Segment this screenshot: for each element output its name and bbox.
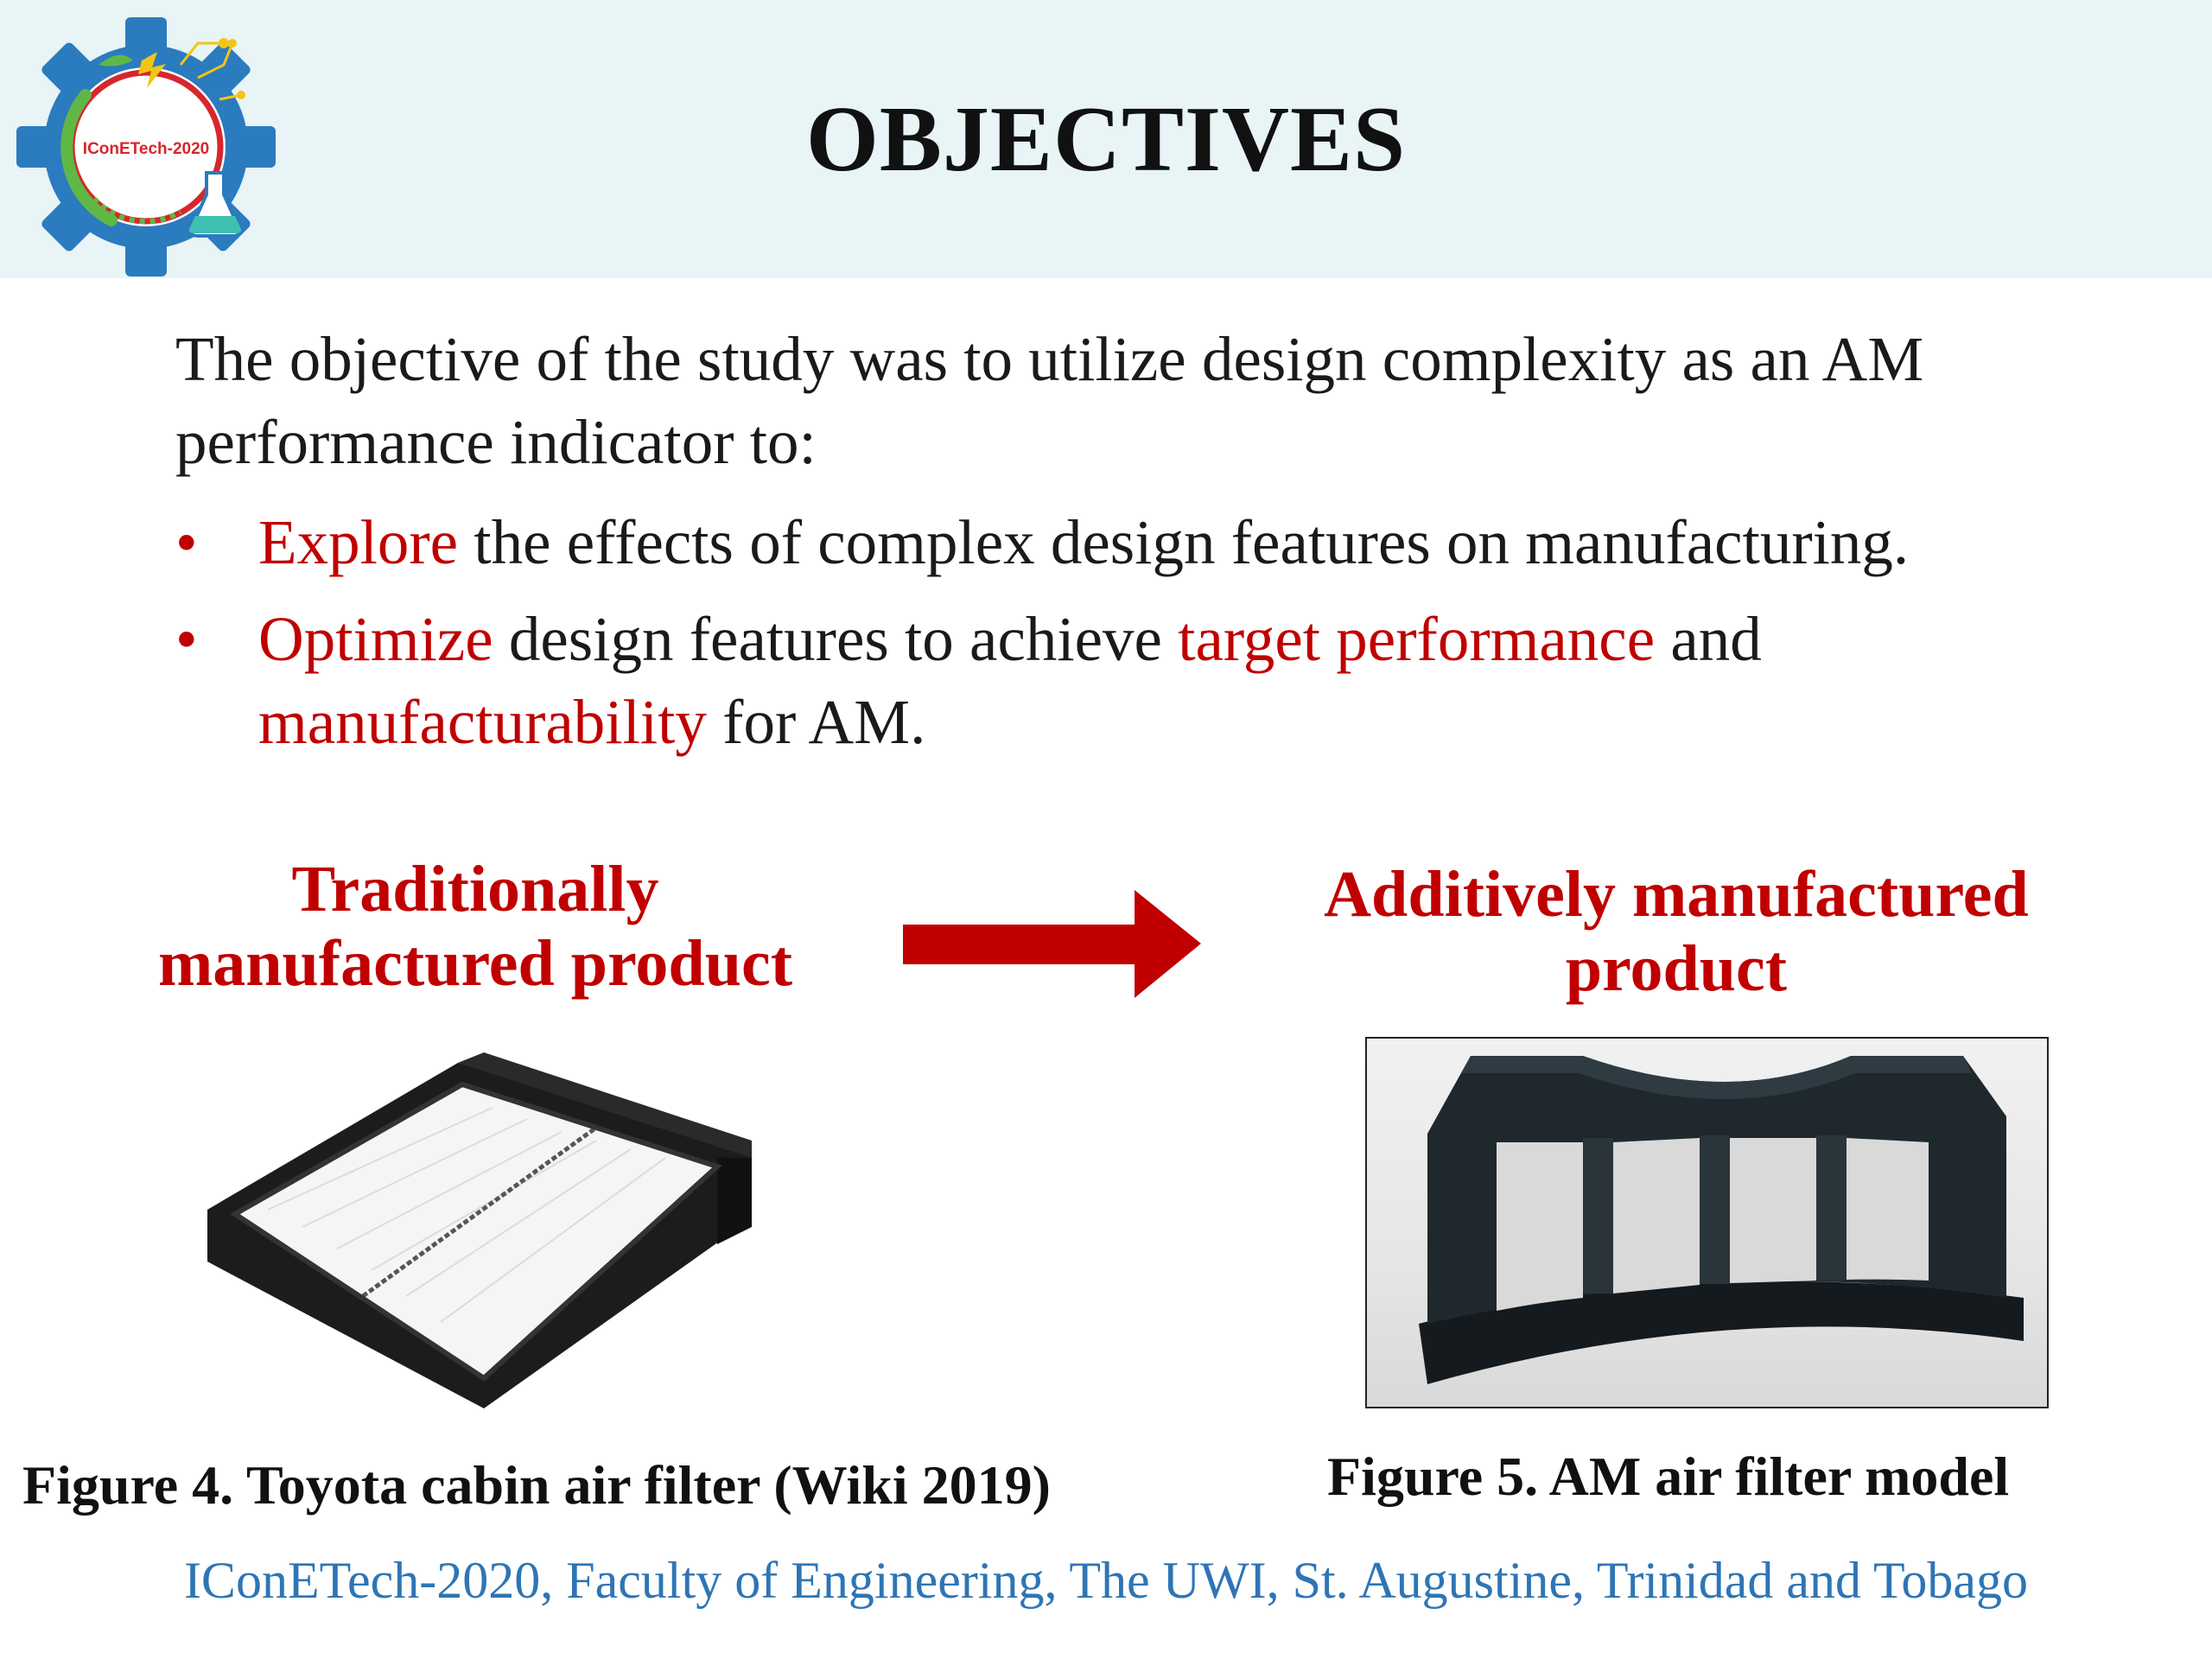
bullet-text: design features to achieve [493, 604, 1179, 674]
intro-line-2: performance indicator to: [175, 407, 817, 477]
additive-label: Additively manufactured product [1279, 857, 2074, 1006]
intro-paragraph: The objective of the study was to utiliz… [175, 318, 2128, 484]
traditional-label: Traditionally manufactured product [130, 852, 821, 1001]
am-filter-drawing [1419, 1056, 2024, 1384]
figure-5-caption: Figure 5. AM air filter model [1327, 1446, 2010, 1507]
additive-label-line-2: product [1565, 932, 1788, 1005]
objective-list: • Explore the effects of complex design … [175, 501, 2128, 778]
traditional-label-line-1: Traditionally [291, 853, 659, 925]
highlight-text: Optimize [258, 604, 493, 674]
footer-text: IConETech-2020, Faculty of Engineering, … [183, 1552, 2029, 1609]
additive-label-line-1: Additively manufactured [1324, 858, 2029, 931]
bullet-text: the effects of complex design features o… [458, 507, 1910, 577]
gear-logo-icon: IConETech-2020 [16, 17, 276, 276]
bullet-icon: • [175, 604, 198, 674]
intro-line-1: The objective of the study was to utiliz… [175, 324, 1924, 394]
bullet-text: and [1655, 604, 1762, 674]
am-air-filter-image [1365, 1037, 2049, 1408]
list-item: • Optimize design features to achieve ta… [175, 598, 2128, 764]
list-item: • Explore the effects of complex design … [175, 501, 2128, 584]
highlight-text: target performance [1178, 604, 1656, 674]
bullet-icon: • [175, 507, 198, 577]
header-band [0, 0, 2212, 278]
cabin-air-filter-image [207, 1052, 752, 1408]
page-title: OBJECTIVES [805, 88, 1407, 191]
traditional-label-line-2: manufactured product [157, 927, 793, 1000]
bullet-text: for AM. [706, 687, 926, 757]
highlight-text: Explore [258, 507, 459, 577]
figure-4-caption: Figure 4. Toyota cabin air filter (Wiki … [22, 1454, 1051, 1516]
logo-text: IConETech-2020 [83, 140, 209, 158]
highlight-text: manufacturability [258, 687, 707, 757]
right-arrow-icon [903, 890, 1201, 998]
